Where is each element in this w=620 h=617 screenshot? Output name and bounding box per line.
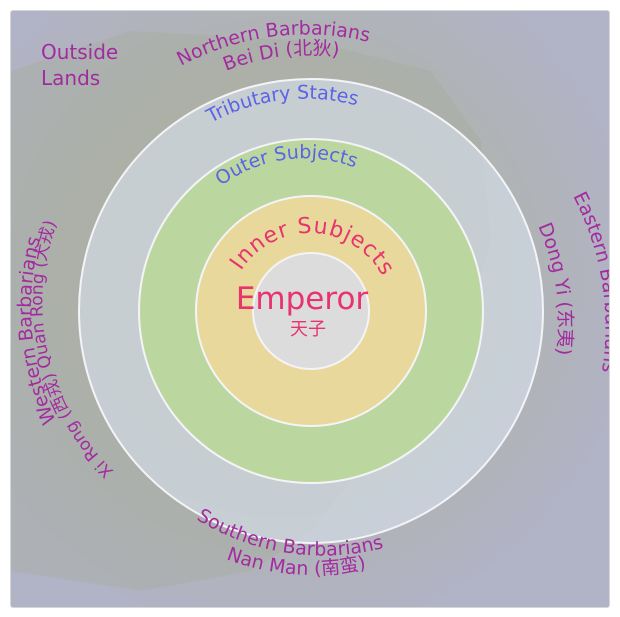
emperor-cn-label: 天子: [290, 319, 326, 340]
outside-lands-label-line1: Outside: [41, 40, 118, 64]
outside-lands-label-line2: Lands: [41, 66, 100, 90]
diagram-frame: Emperor 天子 Inner Subjects Outer Subjects…: [10, 10, 610, 608]
concentric-world-diagram: Emperor 天子 Inner Subjects Outer Subjects…: [11, 11, 609, 607]
emperor-core: [252, 252, 370, 370]
emperor-label: Emperor: [236, 281, 369, 317]
